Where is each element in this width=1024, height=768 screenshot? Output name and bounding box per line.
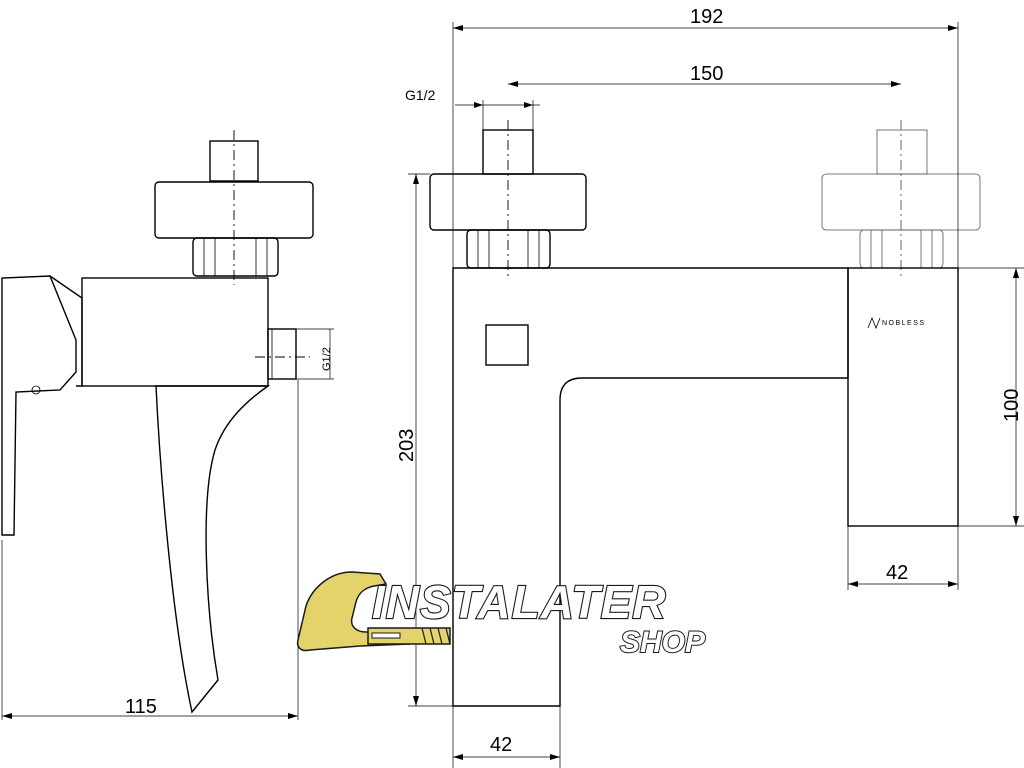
height-dimension-label: 203: [396, 429, 418, 462]
side-thread-label: G1/2: [321, 347, 333, 371]
overall-width-label: 192: [690, 6, 723, 28]
front-indicator-square: [485, 324, 529, 366]
brand-logo: NOBLESS: [867, 316, 926, 330]
front-view: NOBLESS: [429, 120, 981, 707]
right-body: [847, 267, 959, 527]
side-body: [81, 277, 269, 387]
wrench-icon: [296, 571, 451, 652]
brand-mark-text: NOBLESS: [882, 320, 926, 327]
side-lever: [1, 275, 77, 536]
side-dimensions: G1/2 115: [1, 328, 334, 720]
watermark-sub-text: SHOP: [620, 626, 706, 659]
side-spout: [155, 385, 271, 714]
right-hex-nut: [859, 229, 944, 269]
side-outlet: [267, 328, 297, 380]
instalater-watermark: INSTALATER SHOP: [296, 571, 707, 660]
depth-dimension-label: 115: [125, 696, 157, 718]
side-view: [1, 130, 314, 714]
side-stem: [209, 140, 259, 182]
side-hex-nut: [192, 237, 279, 277]
front-body: [452, 267, 849, 707]
right-inlet-stem: [876, 129, 928, 175]
top-thread-label: G1/2: [405, 87, 436, 103]
body-width-label: 42: [490, 734, 512, 756]
body-height-label: 100: [1001, 389, 1023, 422]
front-dimensions: 192 150 G1/2 203 100 42: [396, 6, 1024, 768]
watermark-main-text: INSTALATER: [372, 576, 667, 628]
inlet-spacing-label: 150: [690, 63, 723, 85]
right-body-width-label: 42: [886, 562, 908, 584]
left-hex-nut: [466, 229, 551, 269]
